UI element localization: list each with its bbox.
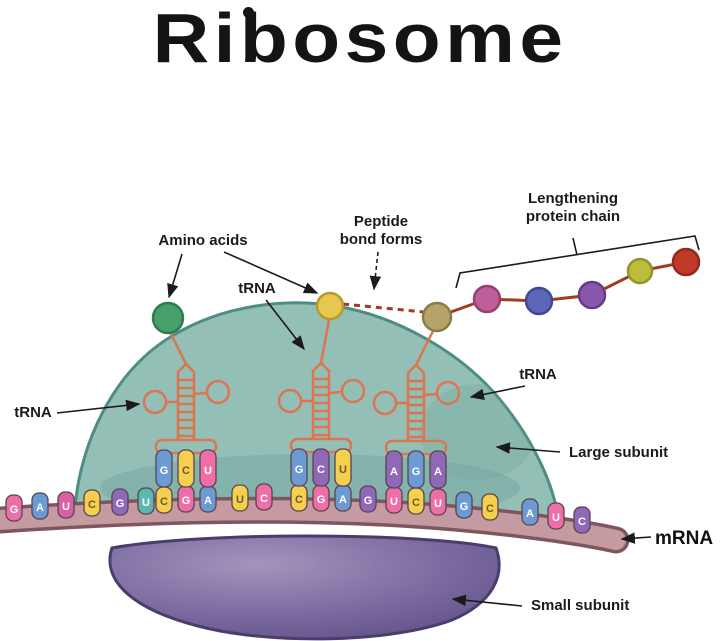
page-title: Ribosome bbox=[152, 0, 568, 77]
trna3-anticodon-A: A bbox=[385, 450, 403, 489]
mrna-base-U: U bbox=[231, 484, 249, 512]
label-peptide-bond-line2: bond forms bbox=[340, 231, 423, 248]
trna1-anticodon-C: C bbox=[177, 449, 195, 488]
amino-acid-circles bbox=[151, 247, 701, 335]
annotation-labels: Amino acids Peptide bond forms Lengtheni… bbox=[14, 190, 713, 614]
peptide-bond-dashed-link bbox=[342, 302, 425, 314]
mrna-base-G: G bbox=[111, 488, 129, 516]
label-lengthening-line2: protein chain bbox=[526, 208, 620, 225]
trna1-anticodon-U: U bbox=[199, 449, 217, 488]
large-subunit-arrow bbox=[495, 442, 561, 454]
small-subunit-shape bbox=[108, 534, 501, 641]
label-lengthening-line1: Lengthening bbox=[528, 190, 618, 207]
trna2-anticodon-U: U bbox=[334, 448, 352, 487]
mrna-base-U: U bbox=[429, 488, 447, 516]
label-amino-acids: Amino acids bbox=[158, 232, 247, 249]
mrna-base-C: C bbox=[481, 493, 499, 521]
mrna-base-C: C bbox=[255, 483, 273, 511]
label-trna-right: tRNA bbox=[519, 366, 557, 383]
label-peptide-bond-line1: Peptide bbox=[354, 213, 408, 230]
label-small-subunit: Small subunit bbox=[531, 597, 629, 614]
amino-acid-blue bbox=[524, 286, 554, 316]
mrna-base-A: A bbox=[199, 485, 217, 513]
label-large-subunit: Large subunit bbox=[569, 444, 668, 461]
label-trna-top: tRNA bbox=[238, 280, 276, 297]
trna2-anticodon-G: G bbox=[290, 448, 308, 487]
annotation-arrows bbox=[56, 235, 700, 607]
mrna-base-U: U bbox=[57, 491, 75, 519]
trna-left-arrow bbox=[56, 399, 141, 414]
amino-acids-arrow-left bbox=[167, 253, 183, 299]
mrna-base-A: A bbox=[31, 492, 49, 520]
mrna-base-C: C bbox=[407, 487, 425, 515]
trna3-anticodon-G: G bbox=[407, 450, 425, 489]
mrna-base-C: C bbox=[83, 489, 101, 517]
label-mrna: mRNA bbox=[655, 528, 713, 549]
label-trna-left: tRNA bbox=[14, 404, 52, 421]
trna-top-arrow bbox=[265, 299, 305, 351]
mrna-arrow bbox=[620, 532, 652, 544]
amino-acid-purple bbox=[577, 280, 607, 310]
mrna-base-C: C bbox=[155, 486, 173, 514]
peptide-bond-arrow bbox=[369, 251, 382, 291]
small-subunit-arrow bbox=[451, 594, 523, 607]
amino-acid-pink bbox=[472, 284, 502, 314]
mrna-strand bbox=[0, 500, 626, 550]
amino-acid-red bbox=[671, 247, 701, 277]
mrna-base-G: G bbox=[455, 491, 473, 519]
amino-acid-tan bbox=[421, 301, 453, 333]
amino-acid-yellowgreen bbox=[626, 257, 654, 285]
amino-acid-green bbox=[151, 301, 185, 335]
mrna-base-U: U bbox=[547, 502, 565, 530]
trna1-anticodon-G: G bbox=[155, 449, 173, 488]
mrna-base-G: G bbox=[359, 485, 377, 513]
trna3-anticodon-A: A bbox=[429, 450, 447, 489]
trna-structures bbox=[142, 318, 461, 456]
mrna-base-A: A bbox=[334, 484, 352, 512]
mrna-base-U: U bbox=[385, 486, 403, 514]
amino-acid-stems bbox=[169, 318, 435, 367]
mrna-base-U: U bbox=[137, 487, 155, 515]
amino-acids-arrow-right bbox=[223, 251, 319, 294]
lengthening-bracket-tick bbox=[572, 237, 578, 256]
mrna-base-G: G bbox=[177, 485, 195, 513]
mrna-base-G: G bbox=[312, 484, 330, 512]
title-dot-decoration bbox=[243, 7, 254, 18]
mrna-base-G: G bbox=[5, 494, 23, 522]
lengthening-bracket bbox=[455, 235, 700, 289]
trna-right-arrow bbox=[469, 385, 526, 401]
mrna-base-A: A bbox=[521, 498, 539, 526]
amino-acid-yellow bbox=[315, 291, 345, 321]
trna2-anticodon-C: C bbox=[312, 448, 330, 487]
mrna-base-C: C bbox=[290, 484, 308, 512]
mrna-base-C: C bbox=[573, 506, 591, 534]
